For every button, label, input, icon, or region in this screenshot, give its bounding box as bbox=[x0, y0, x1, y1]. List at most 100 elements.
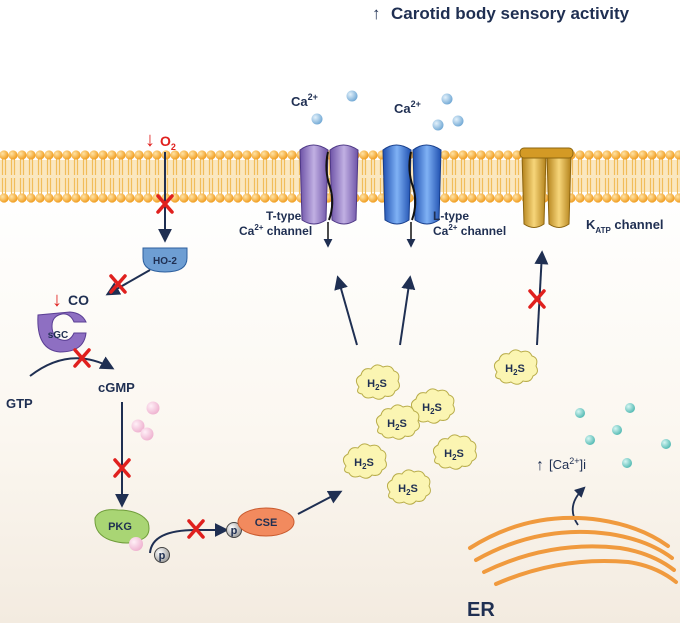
ca-ion bbox=[452, 115, 464, 127]
title-arrow: ↑ bbox=[372, 4, 381, 23]
sgc-label: sGC bbox=[48, 330, 69, 341]
page-title: Carotid body sensory activity bbox=[391, 4, 630, 23]
membrane-lipid-head bbox=[143, 193, 153, 203]
membrane-lipid-head bbox=[260, 150, 270, 160]
cytosolic-calcium bbox=[575, 403, 671, 468]
membrane-lipid-head bbox=[656, 150, 666, 160]
cai-label: [Ca2+]i bbox=[549, 456, 586, 472]
membrane-lipid-head bbox=[629, 193, 639, 203]
h2s-label: H2S bbox=[387, 418, 407, 432]
membrane-lipid-head bbox=[170, 150, 180, 160]
t-type-channel bbox=[299, 144, 359, 248]
inhibition-x-icon bbox=[109, 274, 127, 294]
ca-ion bbox=[432, 119, 444, 131]
membrane-lipid-head bbox=[89, 150, 99, 160]
endoplasmic-reticulum: ER bbox=[467, 516, 678, 621]
sgc-enzyme: sGC bbox=[37, 311, 87, 353]
membrane-lipid-head bbox=[476, 150, 486, 160]
membrane-lipid-head bbox=[116, 193, 126, 203]
membrane-lipid-head bbox=[512, 150, 522, 160]
membrane-lipid-head bbox=[278, 150, 288, 160]
membrane-lipid-head bbox=[620, 150, 630, 160]
h2s-label: H2S bbox=[444, 448, 464, 462]
membrane-lipid-head bbox=[71, 193, 81, 203]
membrane-lipid-head bbox=[224, 150, 234, 160]
er-ca-ion bbox=[661, 439, 671, 449]
er-release-arrow bbox=[571, 486, 586, 526]
pkg-label: PKG bbox=[108, 521, 132, 533]
membrane-lipid-head bbox=[44, 193, 54, 203]
membrane-lipid-head bbox=[656, 193, 666, 203]
katp-label: KATP channel bbox=[586, 217, 664, 235]
h2s-cloud: H2S bbox=[355, 364, 400, 400]
membrane-lipid-head bbox=[494, 150, 504, 160]
membrane-lipid-head bbox=[593, 150, 603, 160]
co-node: ↓ CO bbox=[52, 289, 89, 311]
membrane-lipid-head bbox=[35, 193, 45, 203]
membrane-lipid-head bbox=[62, 193, 72, 203]
membrane-lipid-head bbox=[143, 150, 153, 160]
ho2-label: HO-2 bbox=[153, 256, 177, 267]
membrane-lipid-head bbox=[476, 193, 486, 203]
cse-enzyme: CSE bbox=[237, 507, 295, 537]
membrane-lipid-head bbox=[206, 193, 216, 203]
membrane-lipid-head bbox=[134, 150, 144, 160]
ca-ion bbox=[346, 90, 358, 102]
membrane-lipid-head bbox=[233, 150, 243, 160]
cgmp-molecules bbox=[131, 401, 160, 441]
membrane-lipid-head bbox=[53, 193, 63, 203]
h2s-cloud: H2S bbox=[342, 443, 387, 479]
membrane-lipid-head bbox=[467, 193, 477, 203]
membrane-lipid-head bbox=[575, 150, 585, 160]
cse-label: CSE bbox=[255, 517, 278, 529]
h2s-label: H2S bbox=[367, 378, 387, 392]
membrane-lipid-head bbox=[116, 150, 126, 160]
h2s-cloud: H2S bbox=[432, 434, 477, 470]
membrane-lipid-head bbox=[260, 193, 270, 203]
cgmp-dot bbox=[131, 419, 145, 433]
ca-label-right: Ca2+ bbox=[394, 99, 421, 116]
ho2-enzyme: HO-2 bbox=[142, 247, 188, 273]
co-down-arrow: ↓ bbox=[52, 289, 62, 311]
membrane-lipid-head bbox=[638, 193, 648, 203]
membrane-lipid-head bbox=[53, 150, 63, 160]
l-type-label-2: Ca2+ channel bbox=[433, 223, 506, 238]
h2s-to-katp-arrow bbox=[534, 250, 549, 346]
membrane-lipid-head bbox=[197, 193, 207, 203]
inhibition-x-icon bbox=[73, 348, 91, 368]
membrane-lipid-head bbox=[89, 193, 99, 203]
membrane-lipid-head bbox=[215, 150, 225, 160]
phosphate-label: p bbox=[231, 525, 238, 537]
membrane-lipid-head bbox=[485, 150, 495, 160]
membrane-lipid-head bbox=[440, 150, 450, 160]
membrane-lipid-head bbox=[107, 150, 117, 160]
membrane-lipid-head bbox=[242, 193, 252, 203]
membrane-lipid-head bbox=[611, 150, 621, 160]
membrane-lipid-head bbox=[449, 193, 459, 203]
cai-up-arrow: ↑ bbox=[536, 457, 544, 474]
ca-label-left: Ca2+ bbox=[291, 92, 318, 109]
membrane-lipid-head bbox=[17, 193, 27, 203]
membrane-lipid-head bbox=[80, 150, 90, 160]
o2-label: O2 bbox=[160, 133, 176, 152]
membrane-lipid-head bbox=[26, 193, 36, 203]
membrane-lipid-head bbox=[0, 193, 9, 203]
membrane-lipid-head bbox=[215, 193, 225, 203]
membrane-lipid-head bbox=[368, 193, 378, 203]
membrane-lipid-head bbox=[35, 150, 45, 160]
membrane-lipid-head bbox=[0, 150, 9, 160]
membrane-lipid-head bbox=[602, 150, 612, 160]
membrane-lipid-head bbox=[269, 193, 279, 203]
phosphate-label: p bbox=[159, 550, 166, 562]
membrane-lipid-head bbox=[17, 150, 27, 160]
er-ca-ion bbox=[625, 403, 635, 413]
membrane-lipid-head bbox=[359, 150, 369, 160]
l-type-channel bbox=[382, 144, 442, 248]
oxygen-node: ↓ O2 bbox=[145, 129, 176, 152]
membrane-lipid-head bbox=[512, 193, 522, 203]
h2s-to-ttype-arrow bbox=[334, 275, 358, 346]
membrane-lipid-head bbox=[125, 193, 135, 203]
membrane-lipid-head bbox=[44, 150, 54, 160]
